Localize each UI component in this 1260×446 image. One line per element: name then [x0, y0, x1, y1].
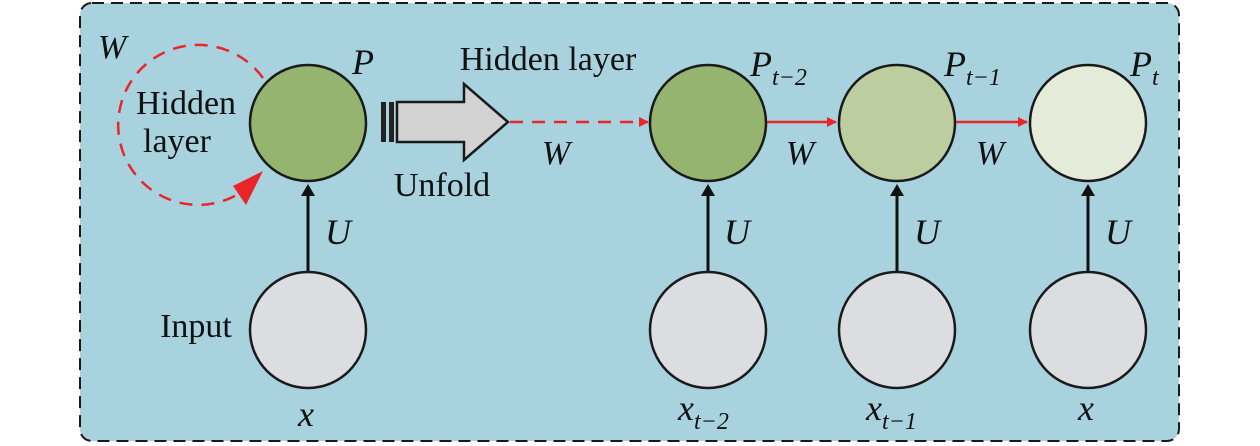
input-node-t — [1028, 270, 1148, 390]
input-caption: Input — [160, 308, 232, 345]
unfolded-step-t-1: Pt−1 U xt−1 — [837, 44, 1001, 435]
hidden-caption-line2: layer — [143, 123, 212, 160]
input-node-label-t-2: xt−2 — [677, 388, 729, 435]
recurrent-weight-label-t-1: W — [786, 135, 817, 172]
recurrent-entry-weight-label: W — [542, 135, 573, 172]
input-node-t-1 — [837, 270, 957, 390]
input-node-label-t-1: xt−1 — [865, 388, 917, 435]
self-loop-weight-label: W — [98, 29, 129, 66]
hidden-caption-line1: Hidden — [136, 85, 236, 122]
input-node-label-t: x — [1077, 388, 1094, 428]
input-node-label: x — [297, 394, 314, 434]
self-loop-arrowhead — [233, 171, 263, 205]
folded-rnn: W Hidden layer P U Input x — [98, 29, 374, 434]
unfold-top-label: Hidden layer — [460, 41, 637, 78]
input-node — [248, 270, 368, 390]
unfold-transition: Hidden layer Unfold W — [381, 41, 649, 204]
hidden-node-t — [1028, 63, 1148, 183]
hidden-node-label-t-2: Pt−2 — [749, 44, 807, 91]
recurrent-weight-label-t: W — [976, 135, 1007, 172]
input-weight-label-t: U — [1105, 212, 1133, 252]
hidden-node-t-1 — [837, 63, 957, 183]
input-weight-label-t-2: U — [724, 212, 752, 252]
hidden-node-t-2 — [648, 63, 768, 183]
input-weight-label-t-1: U — [914, 212, 942, 252]
unfolded-step-t: Pt U x — [1028, 44, 1160, 428]
input-weight-label: U — [325, 212, 353, 252]
hidden-node-label-t: Pt — [1129, 44, 1160, 91]
input-node-t-2 — [648, 270, 768, 390]
unfolded-step-t-2: Pt−2 U xt−2 — [648, 44, 807, 435]
unfold-bottom-label: Unfold — [394, 167, 490, 204]
hidden-node — [248, 63, 368, 183]
hidden-node-label: P — [351, 42, 374, 82]
self-loop-arrow — [116, 43, 265, 207]
hidden-node-label-t-1: Pt−1 — [943, 44, 1001, 91]
unfold-arrow-icon — [381, 81, 510, 163]
